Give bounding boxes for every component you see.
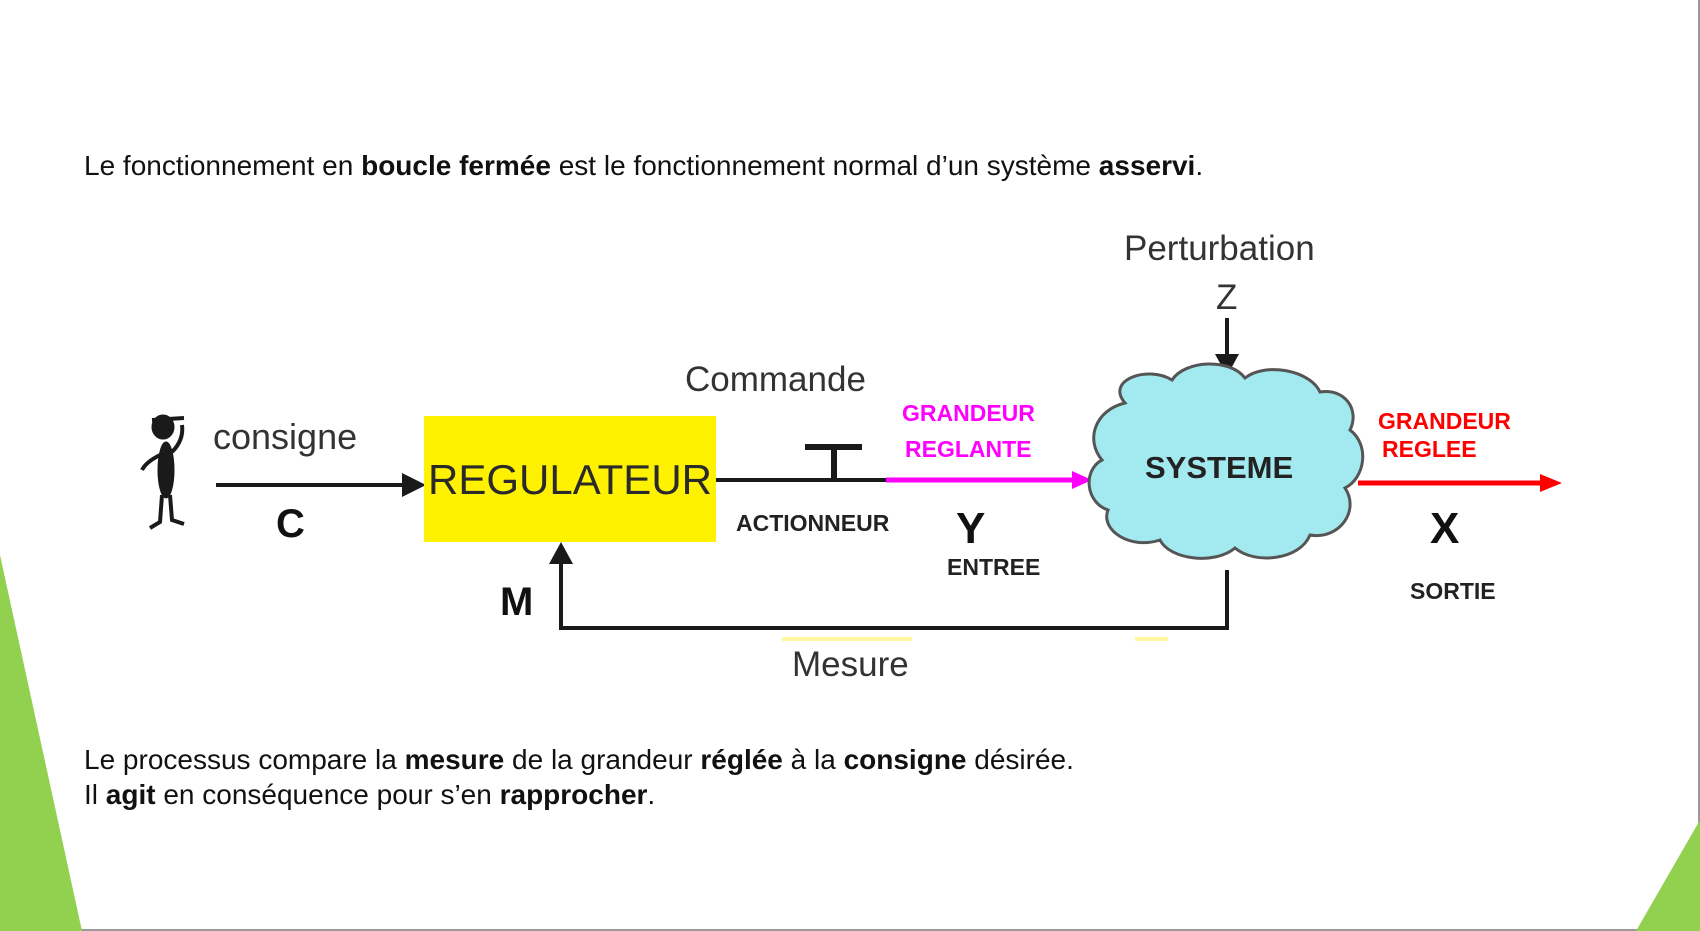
entree-label: ENTREE [947, 554, 1040, 580]
grandeur-reglee-line2: REGLEE [1382, 436, 1477, 462]
grandeur-reglee-line1: GRANDEUR [1378, 408, 1511, 434]
consigne-symbol: C [276, 502, 305, 546]
conclusion-line-1: Le processus compare la mesure de la gra… [84, 744, 1074, 775]
systeme-cloud [1087, 362, 1365, 560]
right-accent-shape [1636, 820, 1700, 931]
actionneur-label: ACTIONNEUR [736, 510, 890, 536]
entree-symbol: Y [956, 504, 985, 553]
systeme-label: SYSTEME [1145, 450, 1293, 485]
commande-label: Commande [685, 360, 866, 399]
regulateur-block [424, 416, 716, 542]
mesure-label: Mesure [792, 645, 909, 684]
left-accent-shape [0, 555, 82, 931]
keyword-mesure: mesure [404, 744, 505, 775]
keyword-asservi: asservi [1098, 150, 1196, 181]
keyword-reglee: réglée [700, 744, 783, 775]
sortie-label: SORTIE [1410, 578, 1496, 604]
perturbation-symbol: Z [1216, 278, 1237, 317]
operator-figure-icon [140, 414, 185, 530]
keyword-consigne: consigne [843, 744, 967, 775]
intro-text: Le fonctionnement en boucle fermée est l… [84, 150, 1204, 181]
keyword-rapprocher: rapprocher [499, 779, 648, 810]
perturbation-label: Perturbation [1124, 229, 1315, 268]
keyword-agit: agit [105, 779, 156, 810]
grandeur-reglante-line2: REGLANTE [905, 436, 1032, 462]
feedback-loop-line [559, 560, 1229, 630]
keyword-boucle-fermee: boucle fermée [361, 150, 551, 181]
grandeur-reglante-line1: GRANDEUR [902, 400, 1035, 426]
consigne-label: consigne [213, 416, 357, 457]
sortie-symbol: X [1430, 504, 1459, 553]
conclusion-line-2: Il agit en conséquence pour s’en rapproc… [84, 779, 656, 810]
mesure-symbol: M [500, 580, 533, 624]
regulateur-label: REGULATEUR [428, 456, 712, 503]
